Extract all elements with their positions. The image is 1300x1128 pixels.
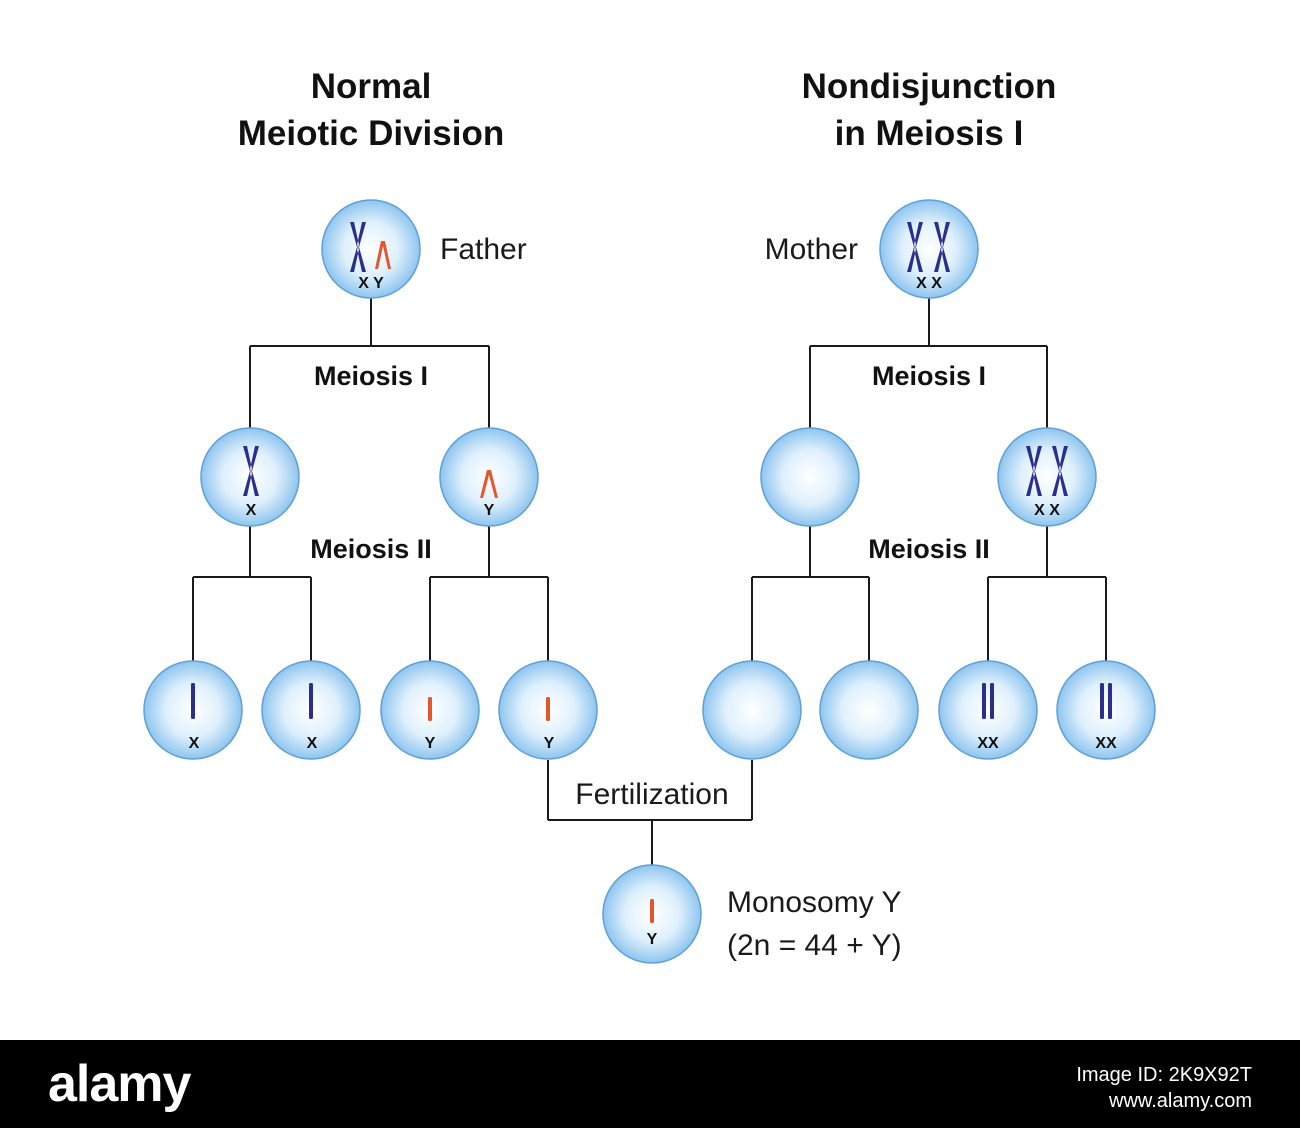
result-line2: (2n = 44 + Y)	[727, 929, 902, 962]
right-title-line1: Nondisjunction	[802, 67, 1057, 106]
cell-label: XX	[977, 735, 999, 752]
mother-cell: X X	[879, 199, 979, 299]
y-chromatid-icon	[428, 697, 432, 721]
left-title-line1: Normal	[311, 67, 432, 106]
alamy-logo: alamy	[48, 1055, 191, 1113]
father-cell: X Y	[321, 199, 421, 299]
x-chromosome-icon	[1052, 446, 1068, 496]
fertilization-lines	[547, 760, 753, 866]
father-gamete-1: X	[143, 660, 243, 760]
fertilization-label: Fertilization	[575, 778, 728, 811]
meiosis-diagram: Normal Meiotic Division Nondisjunction i…	[143, 67, 1156, 964]
x-chromosome-icon	[934, 222, 950, 272]
site-url-text: www.alamy.com	[1109, 1090, 1252, 1112]
cell-label: Y	[647, 931, 658, 948]
image-id-block: Image ID: 2K9X92T www.alamy.com	[1076, 1062, 1252, 1114]
stock-footer-bar: alamy Image ID: 2K9X92T www.alamy.com	[0, 1040, 1300, 1128]
father-m1-cell-y: Y	[439, 427, 539, 527]
y-chromosome-icon	[375, 241, 391, 269]
x-chromatid-icon	[982, 683, 986, 719]
cell-label: X X	[1034, 502, 1060, 519]
x-chromosome-icon	[907, 222, 923, 272]
x-chromosome-icon	[243, 446, 259, 496]
result-line1: Monosomy Y	[727, 886, 902, 919]
mother-gamete-4: XX	[1056, 660, 1156, 760]
y-chromatid-icon	[546, 697, 550, 721]
father-gamete-4: Y	[498, 660, 598, 760]
cell-label: Y	[484, 502, 495, 519]
y-chromosome-icon	[480, 470, 498, 498]
left-meiosis-2-label: Meiosis II	[310, 534, 432, 564]
left-meiosis-1-label: Meiosis I	[314, 361, 428, 391]
father-chromosome-label: X Y	[358, 275, 384, 292]
mother-m1-cell-xx: X X	[997, 427, 1097, 527]
father-gamete-2: X	[261, 660, 361, 760]
right-meiosis-2-label: Meiosis II	[868, 534, 990, 564]
x-chromosome-icon	[350, 222, 366, 272]
zygote-cell: Y	[602, 864, 702, 964]
cell-label: Y	[425, 735, 436, 752]
right-title-line2: in Meiosis I	[835, 114, 1024, 153]
cell-label: Y	[544, 735, 555, 752]
mother-m1-cell-empty	[760, 427, 860, 527]
x-chromatid-icon	[1100, 683, 1104, 719]
right-meiosis-1-label: Meiosis I	[872, 361, 986, 391]
x-chromatid-icon	[309, 683, 313, 719]
father-label: Father	[440, 233, 527, 266]
father-gamete-3: Y	[380, 660, 480, 760]
left-title-line2: Meiotic Division	[238, 114, 504, 153]
left-tree-lines	[192, 298, 549, 662]
image-id-text: Image ID: 2K9X92T	[1076, 1064, 1252, 1086]
mother-gamete-1	[702, 660, 802, 760]
mother-gamete-3: XX	[938, 660, 1038, 760]
right-tree-lines	[751, 298, 1107, 662]
x-chromatid-icon	[990, 683, 994, 719]
x-chromosome-icon	[1026, 446, 1042, 496]
y-chromatid-icon	[650, 899, 654, 923]
mother-gamete-2	[819, 660, 919, 760]
cell-label: XX	[1095, 735, 1117, 752]
cell-label: X	[189, 735, 200, 752]
father-m1-cell-x: X	[200, 427, 300, 527]
mother-chromosome-label: X X	[916, 275, 942, 292]
x-chromatid-icon	[1108, 683, 1112, 719]
cell-label: X	[307, 735, 318, 752]
x-chromatid-icon	[191, 683, 195, 719]
mother-label: Mother	[765, 233, 858, 266]
cell-label: X	[246, 502, 257, 519]
